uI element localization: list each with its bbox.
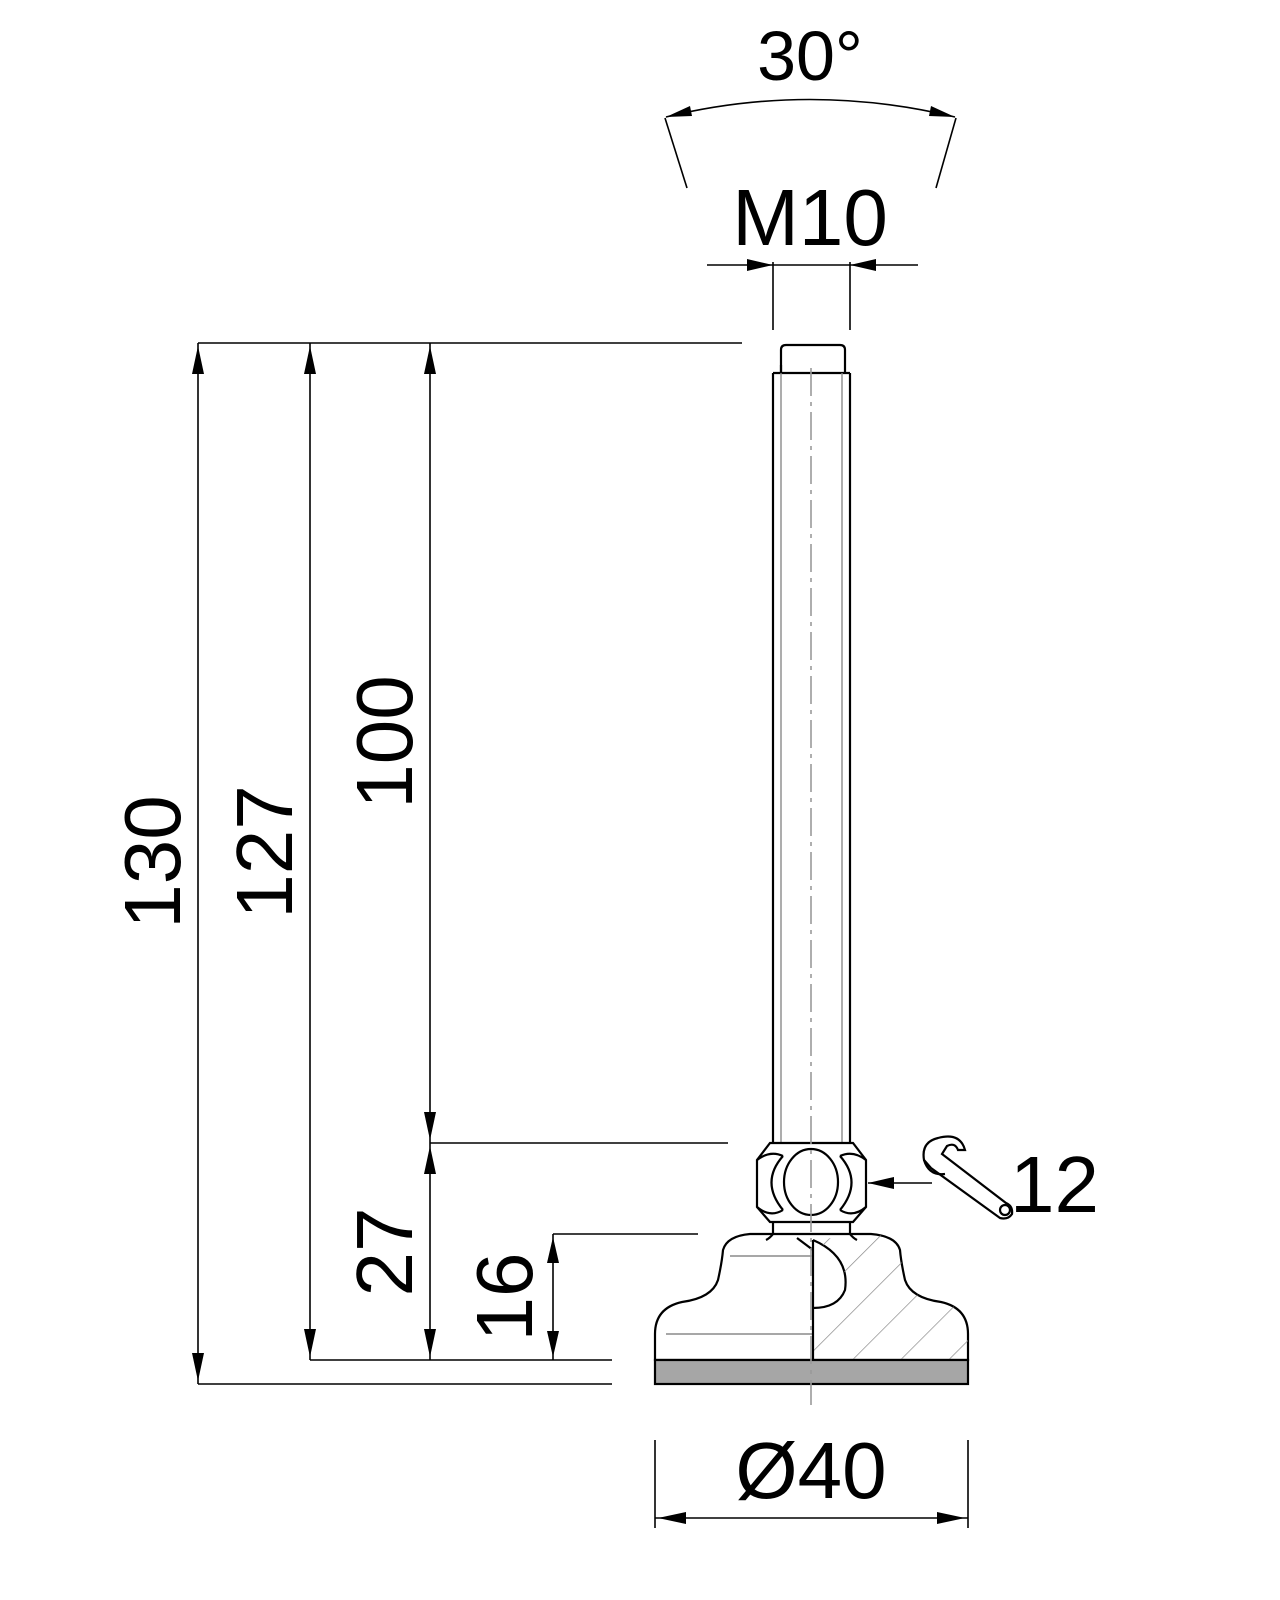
threaded-rod: [771, 343, 852, 1143]
height-16-label: 16: [460, 1253, 549, 1342]
dimension-100: 100: [340, 343, 436, 1143]
angle-label: 30°: [757, 17, 863, 95]
diameter-label: Ø40: [735, 1426, 886, 1515]
dimension-127: 127: [220, 343, 316, 1360]
thread-label: M10: [732, 173, 888, 262]
wrench-size-label: 12: [1010, 1140, 1099, 1229]
wrench-dimension: 12: [868, 1135, 1099, 1229]
height-130-label: 130: [108, 795, 197, 928]
height-27-label: 27: [340, 1208, 429, 1297]
angle-dimension: 30°: [664, 17, 957, 189]
hex-nut: [755, 1141, 868, 1224]
wrench-icon: [922, 1135, 1014, 1220]
dimension-130: 130: [108, 343, 204, 1384]
extension-lines: [198, 342, 742, 1385]
diameter-dimension: Ø40: [654, 1426, 969, 1528]
base: [653, 1232, 970, 1386]
height-100-label: 100: [340, 675, 429, 808]
dimension-27: 27: [340, 1143, 436, 1360]
thread-dimension: M10: [707, 173, 918, 330]
height-127-label: 127: [220, 785, 309, 918]
dimension-16: 16: [460, 1234, 559, 1360]
